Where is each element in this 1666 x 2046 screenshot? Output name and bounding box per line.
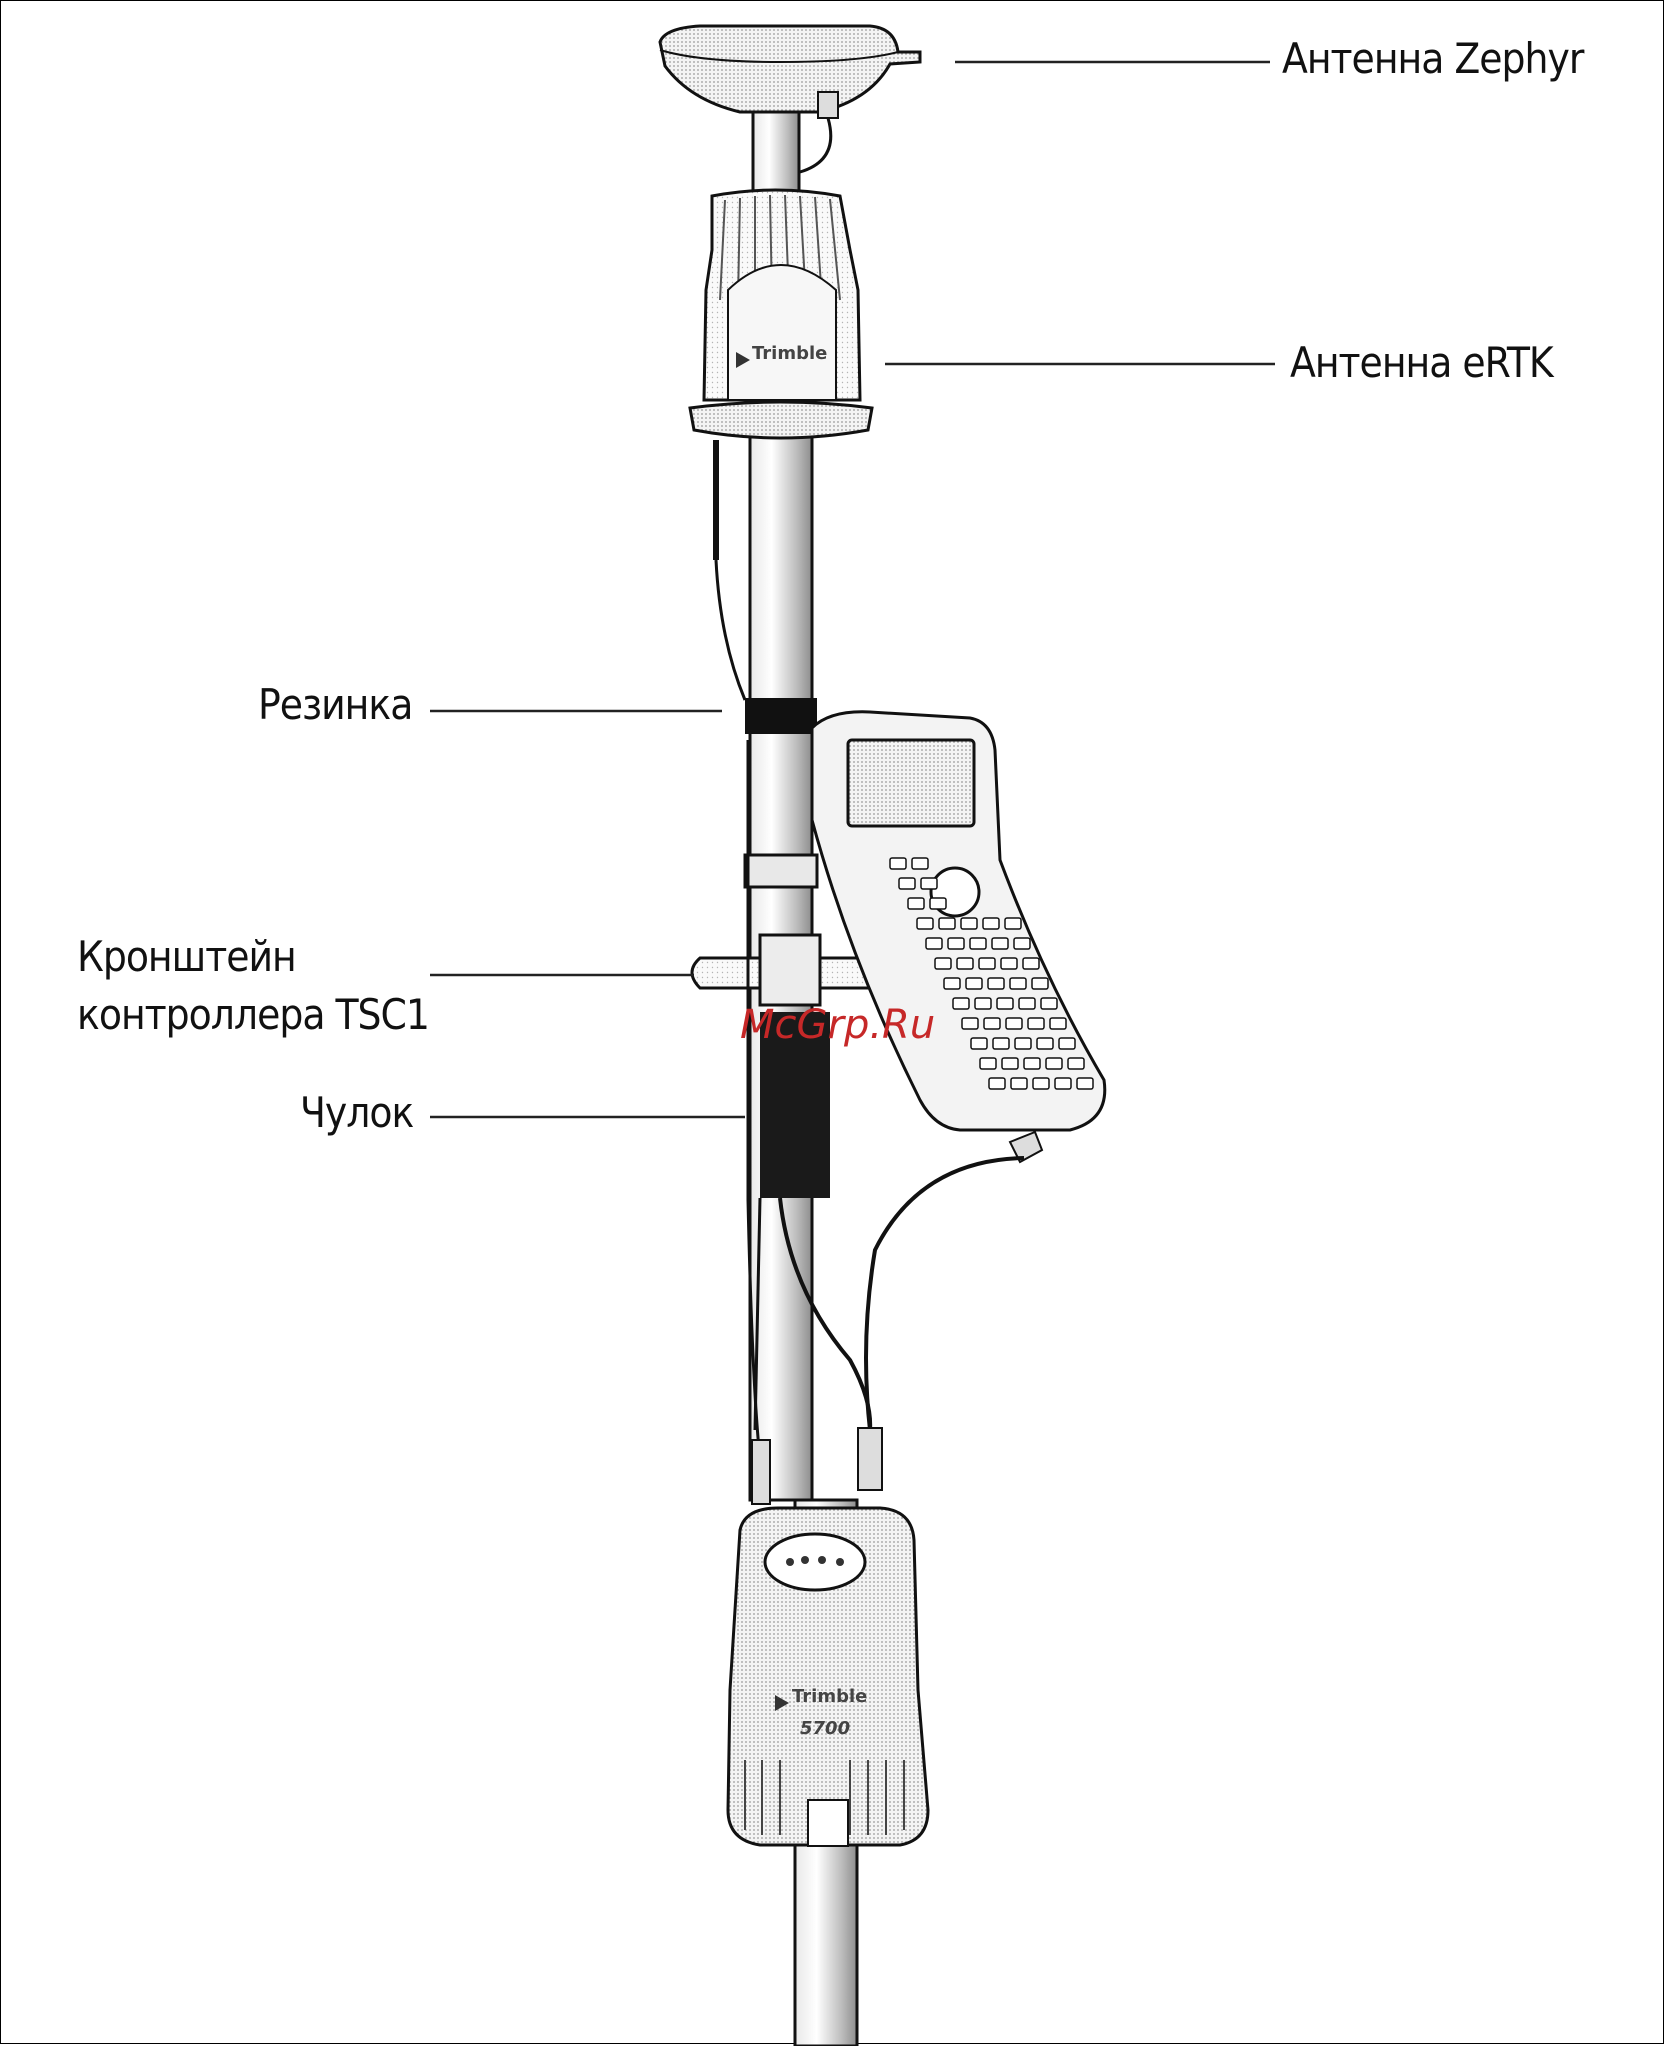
label-bracket-line1: Кронштейн bbox=[77, 934, 296, 980]
label-bracket-line2: контроллера TSC1 bbox=[77, 992, 429, 1038]
controller-key bbox=[980, 1058, 996, 1069]
controller-key bbox=[1010, 978, 1026, 989]
controller-key bbox=[944, 978, 960, 989]
label-ertk: Антенна eRTK bbox=[1290, 340, 1553, 386]
gps-receiver-icon bbox=[728, 1508, 928, 1846]
controller-key bbox=[899, 878, 915, 889]
controller-key bbox=[970, 938, 986, 949]
controller-key bbox=[1032, 978, 1048, 989]
controller-key bbox=[984, 1018, 1000, 1029]
controller-key bbox=[1002, 1058, 1018, 1069]
controller-key bbox=[948, 938, 964, 949]
controller-key bbox=[971, 1038, 987, 1049]
label-zephyr: Антенна Zephyr bbox=[1282, 36, 1583, 82]
controller-key bbox=[979, 958, 995, 969]
receiver-brand-text: Trimble bbox=[792, 1686, 867, 1707]
controller-key bbox=[1011, 1078, 1027, 1089]
controller-key bbox=[1046, 1058, 1062, 1069]
handheld-controller-icon bbox=[812, 712, 1105, 1162]
controller-key bbox=[1005, 918, 1021, 929]
controller-key bbox=[993, 1038, 1009, 1049]
controller-key bbox=[989, 1078, 1005, 1089]
controller-key bbox=[961, 918, 977, 929]
antenna-brand-text: Trimble bbox=[752, 343, 827, 364]
controller-key bbox=[930, 898, 946, 909]
controller-key bbox=[953, 998, 969, 1009]
controller-key bbox=[988, 978, 1004, 989]
controller-key bbox=[1028, 1018, 1044, 1029]
controller-key bbox=[926, 938, 942, 949]
label-chulok: Чулок bbox=[300, 1090, 413, 1136]
controller-key bbox=[1068, 1058, 1084, 1069]
controller-key bbox=[1015, 1038, 1031, 1049]
controller-key bbox=[890, 858, 906, 869]
controller-key bbox=[983, 918, 999, 929]
controller-key bbox=[1033, 1078, 1049, 1089]
controller-key bbox=[975, 998, 991, 1009]
controller-key bbox=[1059, 1038, 1075, 1049]
controller-key bbox=[1006, 1018, 1022, 1029]
label-rezinka: Резинка bbox=[258, 682, 412, 728]
controller-key bbox=[1019, 998, 1035, 1009]
watermark-text: McGrp.Ru bbox=[740, 1002, 935, 1048]
controller-key bbox=[917, 918, 933, 929]
controller-key bbox=[1023, 958, 1039, 969]
controller-key bbox=[908, 898, 924, 909]
controller-key bbox=[997, 998, 1013, 1009]
controller-key bbox=[935, 958, 951, 969]
controller-key bbox=[1050, 1018, 1066, 1029]
controller-key bbox=[912, 858, 928, 869]
controller-key bbox=[1001, 958, 1017, 969]
rubber-band bbox=[745, 698, 817, 734]
controller-key bbox=[992, 938, 1008, 949]
controller-key bbox=[1041, 998, 1057, 1009]
controller-key bbox=[1014, 938, 1030, 949]
receiver-model-text: 5700 bbox=[800, 1718, 850, 1739]
controller-key bbox=[921, 878, 937, 889]
controller-key bbox=[957, 958, 973, 969]
controller-key bbox=[1037, 1038, 1053, 1049]
controller-key bbox=[1024, 1058, 1040, 1069]
controller-key bbox=[1077, 1078, 1093, 1089]
controller-key bbox=[962, 1018, 978, 1029]
controller-key bbox=[939, 918, 955, 929]
controller-key bbox=[1055, 1078, 1071, 1089]
controller-key bbox=[966, 978, 982, 989]
